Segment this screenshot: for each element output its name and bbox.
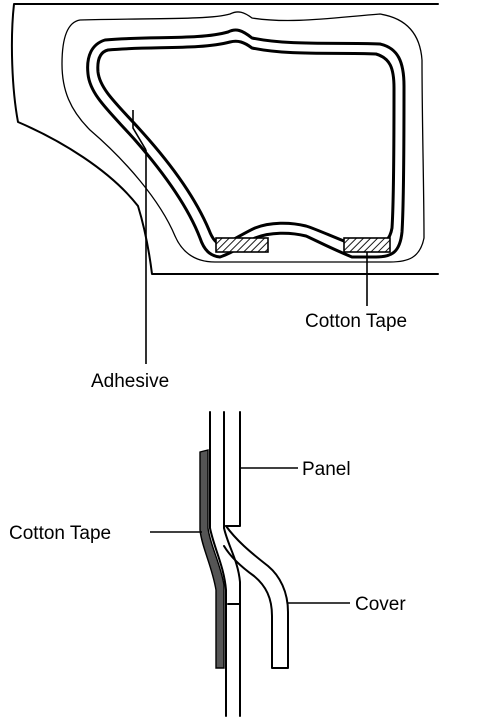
label-adhesive: Adhesive [91, 371, 169, 392]
cotton-tape-right [343, 237, 391, 253]
opening-edge-outer [86, 28, 406, 259]
cover-outer [223, 525, 289, 669]
label-cotton-tape-top: Cotton Tape [305, 311, 407, 332]
panel-flange-outline [61, 11, 425, 263]
label-panel: Panel [302, 459, 351, 480]
cross-section-view [199, 411, 289, 717]
cotton-tape-left [215, 237, 269, 253]
leader-adhesive [132, 110, 147, 364]
panel-outer-skin [225, 411, 241, 527]
panel-top-view [10, 3, 439, 275]
cotton-tape-section [199, 449, 225, 669]
label-cotton-tape-section: Cotton Tape [9, 523, 111, 544]
label-cover: Cover [355, 594, 406, 615]
panel-wall-lower [209, 527, 227, 717]
